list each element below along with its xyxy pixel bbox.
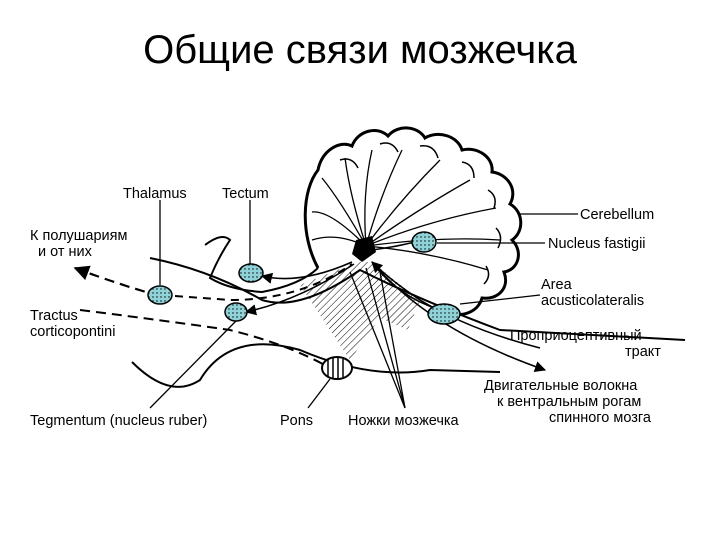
peduncle-hatched-region xyxy=(300,262,420,360)
nucleus-thalamus xyxy=(147,285,173,305)
path-to-tectum xyxy=(260,261,353,284)
nucleus-area-acusticolateralis xyxy=(427,303,461,325)
path-to-nucleus-ruber xyxy=(244,263,355,316)
pons-nucleus xyxy=(321,356,353,380)
label-area-2: acusticolateralis xyxy=(541,293,644,309)
label-propriocept-1: Проприоцептивный xyxy=(510,328,642,344)
slide-title: Общие связи мозжечка xyxy=(143,28,577,72)
dashed-pathway-hemispheres xyxy=(73,265,161,298)
cerebellar-hub xyxy=(352,236,376,262)
label-propriocept-2: тракт xyxy=(625,344,661,360)
dashed-pathway-thalamus-pons xyxy=(174,263,353,302)
label-area-1: Area xyxy=(541,277,573,293)
label-thalamus: Thalamus xyxy=(123,186,187,202)
label-nozhki: Ножки мозжечка xyxy=(348,413,460,429)
label-k-polushariyam-1: К полушариям xyxy=(30,228,127,244)
cerebellum-outline xyxy=(303,126,523,316)
tectum-contour xyxy=(204,235,319,294)
nucleus-ruber xyxy=(224,302,248,322)
label-tractus-1: Tractus xyxy=(30,308,78,324)
label-dvigatelnye-1: Двигательные волокна xyxy=(484,378,638,394)
label-pons: Pons xyxy=(280,413,313,429)
dashed-tractus-corticopontini xyxy=(79,309,331,369)
label-dvigatelnye-2: к вентральным рогам xyxy=(497,394,641,410)
label-nucleus-fastigii: Nucleus fastigii xyxy=(548,236,646,252)
nucleus-tectum xyxy=(238,263,264,283)
label-tegmentum: Tegmentum (nucleus ruber) xyxy=(30,413,207,429)
label-cerebellum: Cerebellum xyxy=(580,207,654,223)
label-k-polushariyam-2: и от них xyxy=(38,244,93,260)
cerebellum-folds xyxy=(339,142,502,285)
label-tractus-2: corticopontini xyxy=(30,324,115,340)
nucleus-fastigii xyxy=(411,231,437,253)
brainstem-lower-contour xyxy=(131,343,501,388)
label-tectum: Tectum xyxy=(222,186,269,202)
leader-lines xyxy=(149,200,578,409)
label-dvigatelnye-3: спинного мозга xyxy=(549,410,652,426)
